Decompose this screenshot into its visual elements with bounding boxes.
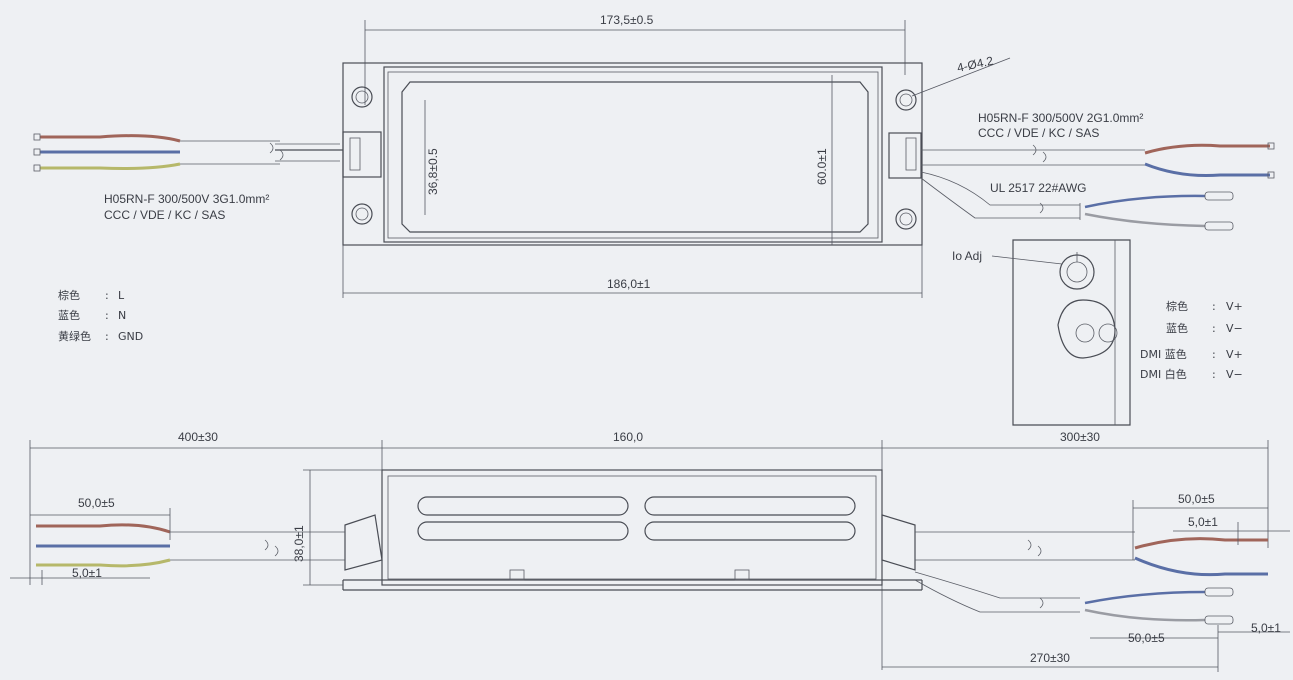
wire-brown	[40, 134, 181, 143]
input-cable-top: H05RN-F 300/500V 3G1.0mm² CCC / VDE / KC…	[33, 133, 343, 222]
detail-frame	[1012, 239, 1131, 426]
legend-in-2-color: 蓝色	[58, 308, 80, 322]
legend-out-3-color: DMI 蓝色	[1140, 347, 1187, 361]
svg-text::: :	[1212, 348, 1216, 361]
input-gland	[342, 131, 382, 178]
legend-in-3-value: GND	[118, 330, 143, 343]
vent-slot-4	[644, 521, 856, 541]
input-cable-spec: H05RN-F 300/500V 3G1.0mm²	[104, 192, 269, 206]
mount-hole-br	[895, 208, 917, 230]
dim-side-height: 38,0±1	[292, 525, 306, 562]
input-legend: 棕色 : L 蓝色 : N 黄绿色 : GND	[58, 288, 143, 343]
legend-out-2-value: V−	[1226, 322, 1243, 335]
dim-cable-spec: UL 2517 22#AWG	[990, 181, 1087, 195]
out-wire-blue	[1144, 162, 1270, 177]
dim-dim-strip: 50,0±5	[1128, 631, 1165, 645]
vent-slot-3	[644, 496, 856, 516]
dim-wire-blue	[1084, 194, 1206, 209]
side-housing	[381, 469, 883, 586]
legend-in-1-value: L	[118, 289, 125, 302]
svg-text::: :	[105, 289, 109, 302]
mount-hole-tl	[351, 86, 373, 108]
dim-dim-length: 270±30	[1030, 651, 1070, 665]
legend-out-4-color: DMI 白色	[1140, 367, 1187, 381]
hole-leader	[911, 57, 1011, 97]
side-view: 400±30 160,0 300±30 38,0±1	[29, 430, 1269, 670]
mount-hole-tr	[895, 89, 917, 111]
side-input-gland	[344, 514, 383, 571]
dim-output-tip: 5,0±1	[1188, 515, 1218, 529]
input-cable-cert: CCC / VDE / KC / SAS	[104, 208, 225, 222]
dim-input-strip: 50,0±5	[78, 496, 115, 510]
wire-yellow-green	[40, 162, 181, 170]
side-output-cable: 50,0±5 5,0±1 50,0±5 5,0±1 270±30	[882, 492, 1290, 672]
dim-inner-height: 36,8±0.5	[426, 148, 440, 195]
housing-top-plate	[383, 66, 883, 243]
output-cable-cert: CCC / VDE / KC / SAS	[978, 126, 1099, 140]
dim-input-tip: 5,0±1	[72, 566, 102, 580]
dim-dim-tip: 5,0±1	[1251, 621, 1281, 635]
output-legend: 棕色 : V+ 蓝色 : V− DMI 蓝色 : V+ DMI 白色 : V−	[1140, 299, 1243, 381]
output-gland	[888, 132, 922, 179]
dim-output-length: 300±30	[1060, 430, 1100, 444]
output-cable-spec: H05RN-F 300/500V 2G1.0mm²	[978, 111, 1143, 125]
legend-out-4-value: V−	[1226, 368, 1243, 381]
legend-out-1-color: 棕色	[1166, 299, 1188, 313]
svg-text::: :	[1212, 322, 1216, 335]
svg-text::: :	[105, 330, 109, 343]
side-input-cable: 50,0±5 5,0±1	[10, 496, 345, 585]
dim-body-length: 160,0	[613, 430, 643, 444]
side-output-gland	[881, 514, 916, 571]
vent-slot-1	[417, 496, 629, 516]
output-gland-detail	[1057, 299, 1116, 359]
svg-text::: :	[1212, 368, 1216, 381]
legend-out-3-value: V+	[1226, 348, 1243, 361]
legend-in-2-value: N	[118, 309, 126, 322]
legend-in-1-color: 棕色	[58, 288, 80, 302]
dim-wire-white	[1084, 212, 1206, 228]
dim-outer-height: 60.0±1	[815, 148, 829, 185]
svg-text::: :	[105, 309, 109, 322]
legend-out-1-value: V+	[1226, 300, 1243, 313]
housing-recess	[401, 81, 869, 233]
output-cable-top: H05RN-F 300/500V 2G1.0mm² CCC / VDE / KC…	[920, 111, 1275, 231]
dim-inner-width: 173,5±0.5	[600, 13, 654, 27]
out-wire-brown	[1144, 143, 1270, 155]
dim-input-length: 400±30	[178, 430, 218, 444]
top-view: 173,5±0.5 4-Ø4.2 36,8±0.5 60.0±1	[342, 13, 1011, 298]
adjuster-detail: Io Adj	[952, 239, 1131, 426]
mount-hole-bl	[351, 203, 373, 225]
legend-in-3-color: 黄绿色	[58, 329, 91, 343]
svg-text::: :	[1212, 300, 1216, 313]
dim-output-strip: 50,0±5	[1178, 492, 1215, 506]
legend-out-2-color: 蓝色	[1166, 321, 1188, 335]
vent-slot-2	[417, 521, 629, 541]
dim-outer-width: 186,0±1	[607, 277, 651, 291]
adjuster-label: Io Adj	[952, 249, 982, 263]
